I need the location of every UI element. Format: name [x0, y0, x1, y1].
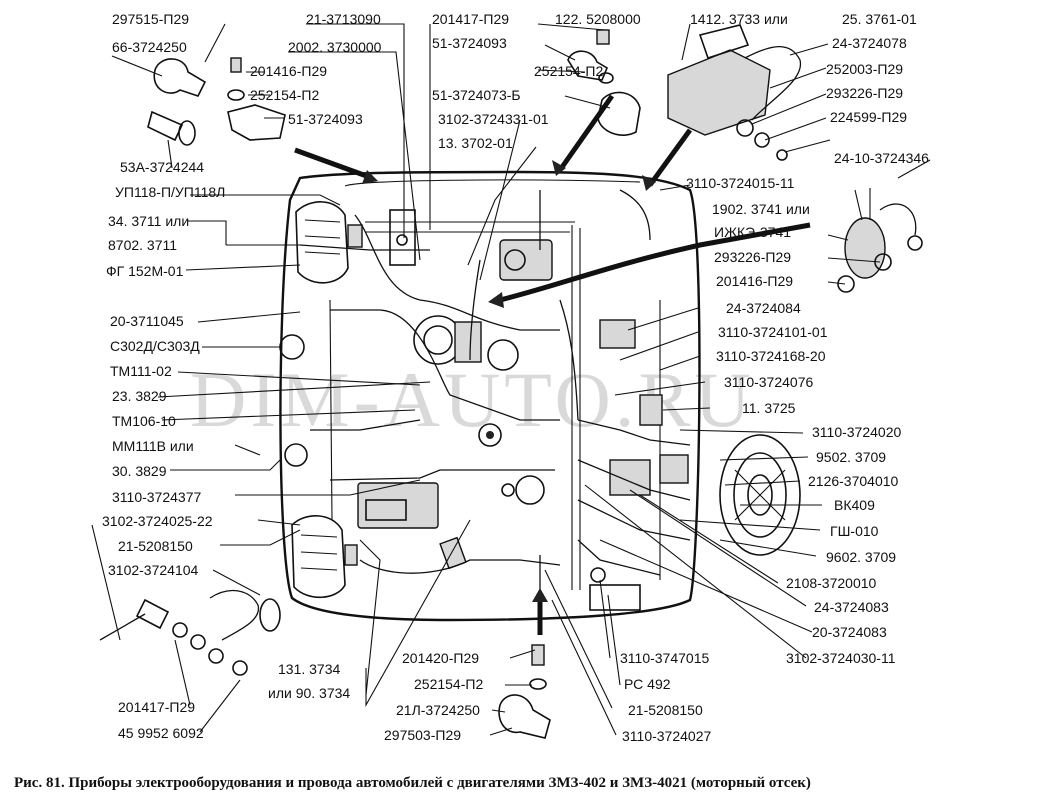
part-label: 21-3713090 [306, 11, 381, 27]
part-label: 2126-3704010 [808, 473, 899, 489]
part-label: 51-3724093 [432, 35, 507, 51]
part-label: 3110-3724377 [112, 489, 201, 505]
part-label: 131. 3734 [278, 661, 340, 677]
headlight-top-left [295, 201, 363, 284]
part-label: 9502. 3709 [816, 449, 886, 465]
generator [413, 315, 482, 365]
part-label: 3110-3724168-20 [716, 348, 826, 364]
part-label: 21-5208150 [628, 702, 703, 718]
cooling-fan [719, 434, 801, 556]
pointer-arrows [294, 94, 811, 635]
part-label: 51-3724093 [288, 111, 363, 127]
part-label: 252154-П2 [534, 63, 603, 79]
part-label: 21-5208150 [118, 538, 193, 554]
headlight-bottom-left [291, 515, 358, 599]
leader-lines [91, 23, 931, 736]
part-label: 3102-3724331-01 [438, 111, 549, 127]
part-label: ГШ-010 [830, 523, 879, 539]
relay-box [667, 24, 802, 161]
clamp-parts-top-center [567, 29, 641, 136]
part-label: 25. 3761-01 [842, 11, 917, 27]
part-label: 24-10-3724346 [834, 150, 929, 166]
part-label: 252003-П29 [826, 61, 903, 77]
engine-bay-outline [279, 170, 701, 622]
part-label: 2002. 3730000 [288, 39, 382, 55]
part-label: 3110-3724076 [724, 374, 813, 390]
distributor [478, 423, 502, 447]
ignition-coil [487, 339, 519, 371]
part-label: 20-3711045 [110, 313, 184, 329]
part-label: 3102-3724104 [108, 562, 199, 578]
part-label: 34. 3711 или [108, 213, 189, 229]
wiring-harness [299, 189, 691, 620]
part-label: ФГ 152М-01 [106, 263, 184, 279]
part-number-labels: 297515-П29 66-3724250 21-3713090 2002. 3730… [102, 11, 929, 744]
part-label: 51-3724073-Б [432, 87, 521, 103]
voltage-regulator [357, 482, 439, 529]
part-label: 66-3724250 [112, 39, 187, 55]
part-label: 3110-3747015 [620, 650, 709, 666]
part-label: 201420-П29 [402, 650, 479, 666]
starter-relay-block [499, 239, 553, 281]
part-label: РС 492 [624, 676, 671, 692]
part-label: 45 9952 6092 [118, 725, 204, 741]
part-label: 201417-П29 [432, 11, 509, 27]
part-label: ТМ111-02 [110, 363, 172, 379]
part-label: 24-3724078 [832, 35, 907, 51]
small-parts-bottom-left [99, 589, 281, 676]
part-label: С302Д/С303Д [110, 338, 200, 354]
clamp-parts-top-left [147, 57, 286, 146]
part-label: 1412. 3733 или [690, 11, 788, 27]
part-label: 1902. 3741 или [712, 201, 810, 217]
part-label: 3102-3724025-22 [102, 513, 213, 529]
part-label: 13. 3702-01 [438, 135, 513, 151]
expansion-tank [389, 209, 416, 266]
ignition-switch-assembly [837, 188, 923, 293]
part-label: 23. 3829 [112, 388, 167, 404]
part-label: 2108-3720010 [786, 575, 877, 591]
part-label: 201417-П29 [118, 699, 195, 715]
part-label: 297515-П29 [112, 11, 189, 27]
part-label: 11. 3725 [742, 400, 796, 416]
part-label: 201416-П29 [250, 63, 327, 79]
part-label: 21Л-3724250 [396, 702, 480, 718]
part-label: 9602. 3709 [826, 549, 896, 565]
right-side-components [599, 319, 689, 496]
part-label: 122. 5208000 [555, 11, 641, 27]
fuse-block [589, 567, 641, 611]
part-label: ИЖКЭ-3741 [714, 224, 791, 240]
part-label: 293226-П29 [826, 85, 903, 101]
part-label: 3110-3724027 [622, 728, 711, 744]
part-label: ММ111В или [112, 438, 194, 454]
part-label: 3102-3724030-11 [786, 650, 896, 666]
part-label: 30. 3829 [112, 463, 167, 479]
part-label: 201416-П29 [716, 273, 793, 289]
sensor-cluster [501, 475, 545, 505]
part-label: ТМ106-10 [112, 413, 176, 429]
part-label: 224599-П29 [830, 109, 907, 125]
part-label: или 90. 3734 [268, 685, 350, 701]
part-label: 293226-П29 [714, 249, 791, 265]
part-label: 252154-П2 [250, 87, 319, 103]
part-label: 24-3724083 [814, 599, 889, 615]
part-label: 20-3724083 [812, 624, 887, 640]
small-parts-bottom-center [498, 644, 551, 739]
washer-motor [279, 334, 308, 467]
part-label: 53А-3724244 [120, 159, 204, 175]
part-label: 24-3724084 [726, 300, 801, 316]
part-label: 8702. 3711 [108, 237, 177, 253]
part-label: ВК409 [834, 497, 875, 513]
part-label: 252154-П2 [414, 676, 483, 692]
part-label: 3110-3724101-01 [718, 324, 828, 340]
part-label: 297503-П29 [384, 727, 461, 743]
part-label: 3110-3724020 [812, 424, 901, 440]
figure-caption: Рис. 81. Приборы электрооборудования и п… [14, 775, 811, 791]
part-label: УП118-П/УП118Л [115, 184, 225, 200]
part-label: 3110-3724015-11 [686, 175, 795, 191]
